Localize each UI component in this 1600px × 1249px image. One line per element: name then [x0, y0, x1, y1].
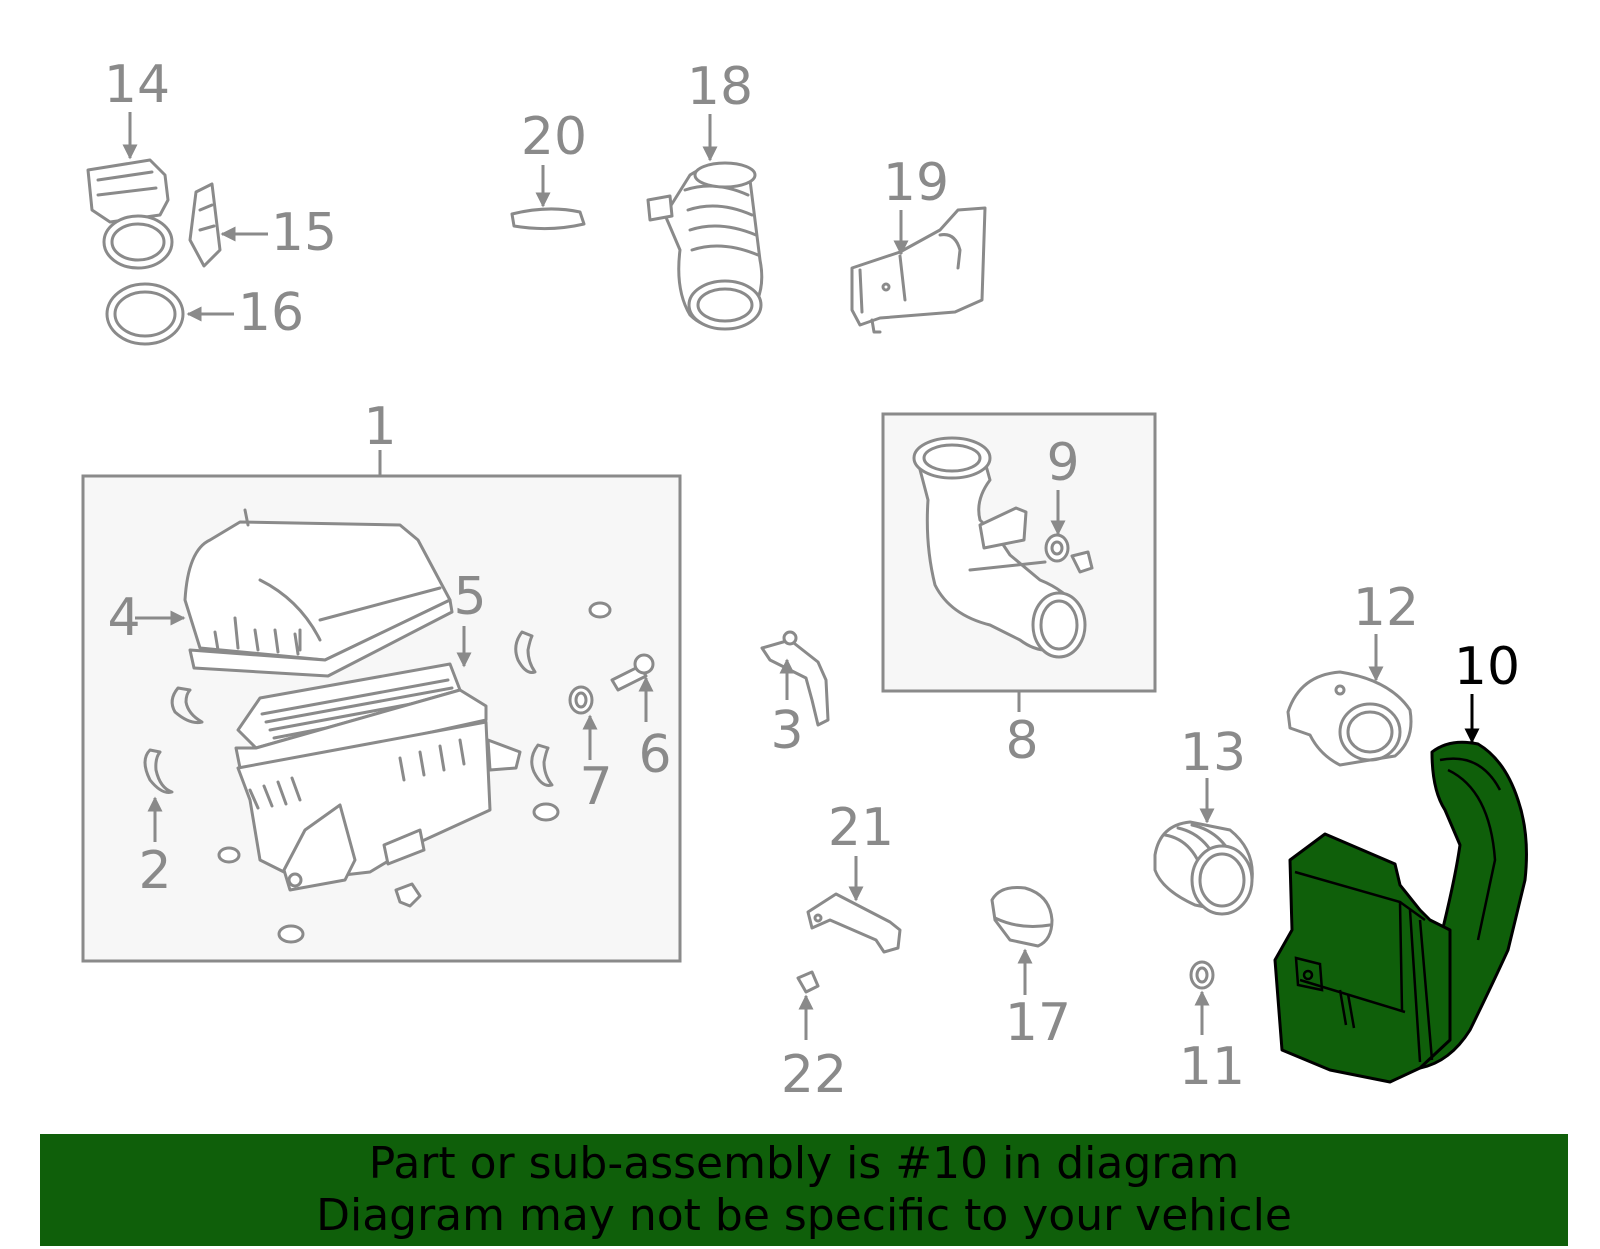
part-18-drawing[interactable] — [646, 161, 764, 331]
part-6-drawing[interactable] — [610, 653, 655, 692]
callout-21: 21 — [828, 798, 894, 858]
callout-2: 2 — [138, 841, 171, 901]
callout-18: 18 — [687, 57, 753, 117]
clip-drawing — [394, 882, 422, 908]
part-4-drawing[interactable] — [183, 508, 454, 678]
callout-20: 20 — [521, 107, 587, 167]
part-17-drawing[interactable] — [990, 886, 1054, 948]
part-9-drawing[interactable] — [1044, 533, 1094, 574]
callout-6: 6 — [638, 725, 671, 785]
banner-line-2: Diagram may not be specific to your vehi… — [316, 1190, 1292, 1241]
grommet-drawing — [217, 846, 241, 864]
part-12-drawing[interactable] — [1286, 670, 1413, 767]
callout-17: 17 — [1005, 993, 1071, 1053]
grommet-drawing — [532, 802, 560, 822]
callout-12: 12 — [1353, 578, 1419, 638]
callout-7: 7 — [579, 757, 612, 817]
callout-8: 8 — [1005, 711, 1038, 771]
callout-1: 1 — [363, 397, 396, 457]
part-15-drawing[interactable] — [188, 182, 222, 268]
grommet-drawing — [277, 924, 305, 944]
callout-16: 16 — [238, 283, 304, 343]
part-10-drawing-highlighted[interactable] — [1273, 740, 1528, 1084]
part-13-drawing[interactable] — [1153, 820, 1254, 916]
callout-22: 22 — [781, 1045, 847, 1105]
part-16-drawing[interactable] — [105, 282, 185, 346]
callout-4: 4 — [107, 588, 140, 648]
part-8-drawing[interactable] — [912, 436, 1087, 659]
part-21-drawing[interactable] — [806, 892, 902, 954]
callout-9: 9 — [1046, 433, 1079, 493]
grommet-drawing — [588, 601, 612, 619]
part-2-drawing[interactable] — [143, 748, 174, 794]
part-22-drawing[interactable] — [796, 970, 820, 994]
part-7-drawing[interactable] — [568, 685, 594, 715]
part-20-drawing[interactable] — [510, 207, 586, 231]
banner-line-1: Part or sub-assembly is #10 in diagram — [368, 1138, 1240, 1189]
part-19-drawing[interactable] — [850, 206, 987, 334]
clip-drawing — [514, 630, 537, 674]
clip-drawing — [170, 686, 204, 724]
callout-15: 15 — [271, 203, 337, 263]
clip-drawing — [530, 743, 554, 787]
callout-11: 11 — [1179, 1037, 1245, 1097]
callout-14: 14 — [104, 55, 170, 115]
callout-10: 10 — [1454, 637, 1520, 697]
part-11-drawing[interactable] — [1189, 960, 1215, 990]
callout-19: 19 — [883, 153, 949, 213]
info-banner: Part or sub-assembly is #10 in diagram D… — [40, 1134, 1568, 1246]
part-14-drawing[interactable] — [86, 158, 174, 270]
part-1-case-drawing[interactable] — [236, 720, 522, 892]
callout-5: 5 — [453, 567, 486, 627]
callout-3: 3 — [770, 701, 803, 761]
callout-13: 13 — [1180, 723, 1246, 783]
part-5-drawing[interactable] — [234, 662, 488, 772]
